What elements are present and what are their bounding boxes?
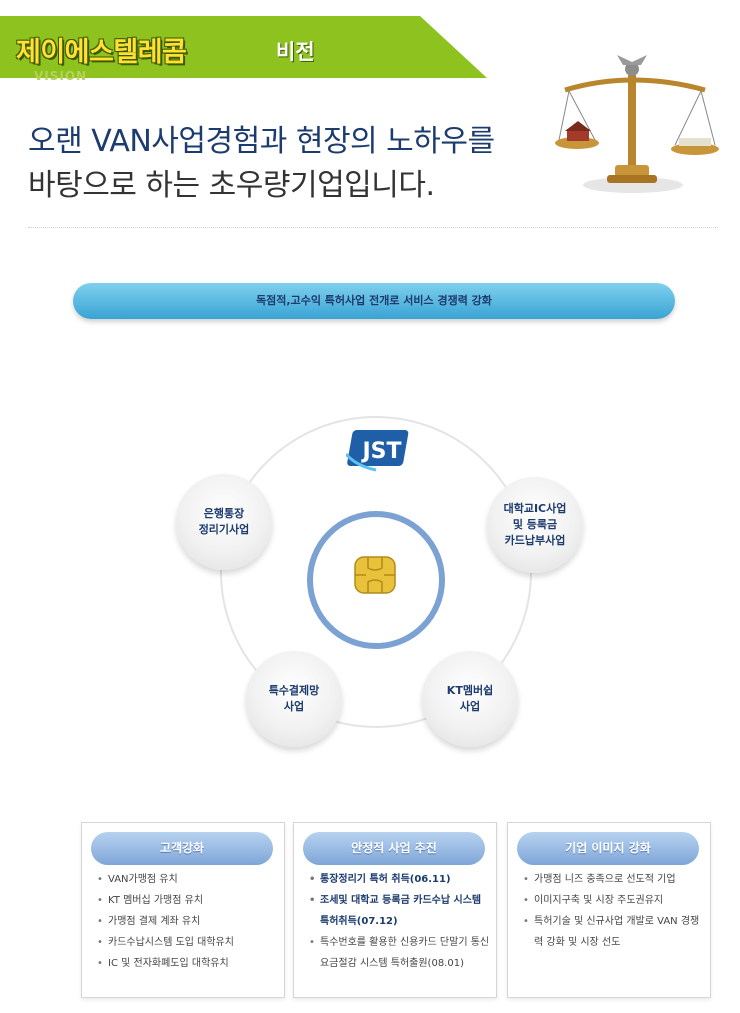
card-customer: 고객강화 VAN가맹점 유치 KT 멤버십 가맹점 유치 가맹점 결제 계좌 유… <box>81 822 285 998</box>
headline-line-2: 바탕으로 하는 초우량기업입니다. <box>28 168 435 203</box>
list-item: VAN가맹점 유치 <box>96 869 278 890</box>
header-banner: 제이에스텔레콤 비전 <box>0 16 487 78</box>
card-list: VAN가맹점 유치 KT 멤버십 가맹점 유치 가맹점 결제 계좌 유치 카드수… <box>96 869 278 974</box>
card-title: 안정적 사업 추진 <box>303 832 485 865</box>
list-item: 특허기술 및 신규사업 개발로 VAN 경쟁력 강화 및 시장 선도 <box>522 911 704 953</box>
vision-label: VISION <box>34 69 88 83</box>
banner-shape <box>0 16 487 78</box>
headline-line-1: 오랜 VAN사업경험과 현장의 노하우를 <box>28 124 495 159</box>
list-item: IC 및 전자화폐도입 대학유치 <box>96 953 278 974</box>
card-corporate-image: 기업 이미지 강화 가맹점 니즈 충족으로 선도적 기업 이미지구축 및 시장 … <box>507 822 711 998</box>
list-item: 조세및 대학교 등록금 카드수납 시스템 특허취득(07.12) <box>308 890 490 932</box>
node-special-payment: 특수결제망 사업 <box>246 651 342 747</box>
business-diagram: JST 은행통장 정리기사업 대학교IC사업 및 등록금 카드납부사업 특수결제… <box>0 380 740 760</box>
node-bank-passbook: 은행통장 정리기사업 <box>176 474 272 570</box>
card-list: 가맹점 니즈 충족으로 선도적 기업 이미지구축 및 시장 주도권유지 특허기술… <box>522 869 704 953</box>
card-title: 기업 이미지 강화 <box>517 832 699 865</box>
card-list: 통장정리기 특허 취득(06.11) 조세및 대학교 등록금 카드수납 시스템 … <box>308 869 490 974</box>
balance-scale-icon <box>555 55 719 193</box>
list-item: 가맹점 결제 계좌 유치 <box>96 911 278 932</box>
list-item: 이미지구축 및 시장 주도권유지 <box>522 890 704 911</box>
node-kt-membership: KT멤버쉽 사업 <box>422 651 518 747</box>
ic-chip-icon <box>354 556 396 594</box>
jst-logo-icon: JST <box>346 430 409 472</box>
list-item: 카드수납시스템 도입 대학유치 <box>96 932 278 953</box>
list-item: KT 멤버십 가맹점 유치 <box>96 890 278 911</box>
headline: 오랜 VAN사업경험과 현장의 노하우를 바탕으로 하는 초우량기업입니다. <box>28 120 495 208</box>
section-title: 비전 <box>276 40 315 64</box>
divider <box>28 227 718 228</box>
card-stable-business: 안정적 사업 추진 통장정리기 특허 취득(06.11) 조세및 대학교 등록금… <box>293 822 497 998</box>
card-title: 고객강화 <box>91 832 273 865</box>
strategy-pill: 독점적,고수익 특허사업 전개로 서비스 경쟁력 강화 <box>73 283 675 319</box>
jst-logo-text: JST <box>360 439 401 464</box>
list-item: 가맹점 니즈 충족으로 선도적 기업 <box>522 869 704 890</box>
node-university-ic: 대학교IC사업 및 등록금 카드납부사업 <box>487 477 583 573</box>
company-name: 제이에스텔레콤 <box>16 37 187 68</box>
list-item: 통장정리기 특허 취득(06.11) <box>308 869 490 890</box>
list-item: 특수번호를 활용한 신용카드 단말기 통신요금절감 시스템 특허출원(08.01… <box>308 932 490 974</box>
